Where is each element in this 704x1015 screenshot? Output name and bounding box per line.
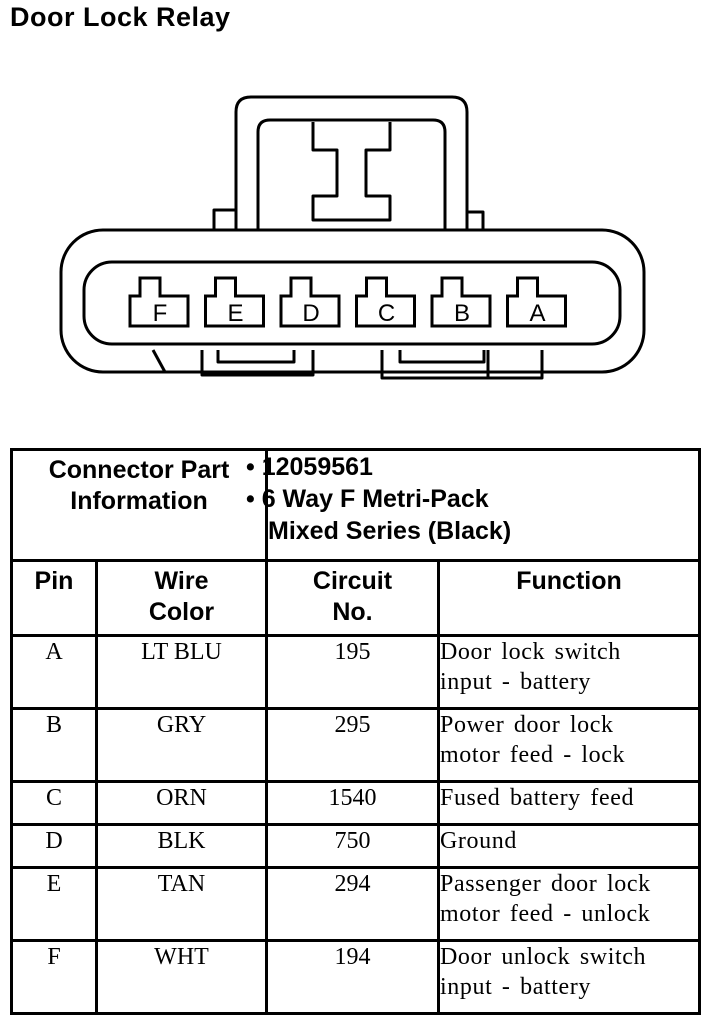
connector-series: Mixed Series (Black): [268, 517, 512, 545]
function-line: input - battery: [440, 669, 591, 695]
wire-color-cell: WHT: [95, 939, 268, 1015]
wire-color-cell: LT BLU: [95, 634, 268, 710]
pin-terminal-e: E: [204, 276, 265, 328]
connector-info-table: Connector Part Information • 12059561 • …: [10, 448, 702, 1015]
function-header: Function: [436, 559, 702, 637]
part-number: • 12059561: [246, 453, 373, 481]
pin-label: F: [153, 300, 168, 327]
function-line: motor feed - lock: [440, 742, 626, 768]
pin-terminal-b: B: [430, 276, 492, 328]
connector-cavity: [82, 260, 622, 346]
pin-label: C: [378, 300, 395, 327]
part-info-label: Connector Part Information: [10, 448, 268, 562]
pin-cell: F: [10, 939, 98, 1015]
pin-cell: E: [10, 866, 98, 942]
function-line: Ground: [440, 828, 517, 854]
pin-terminal-d: D: [279, 276, 341, 328]
left-tab: [212, 208, 236, 230]
connector-type: • 6 Way F Metri-Pack: [246, 485, 489, 513]
wire-color-cell: GRY: [95, 707, 268, 783]
bottom-key-left-inner: [216, 350, 296, 364]
function-line: Door lock switch: [440, 639, 621, 665]
bottom-key-left: [200, 350, 315, 377]
function-line: motor feed - unlock: [440, 901, 651, 927]
wire-color-cell: ORN: [95, 780, 268, 826]
pin-label: B: [454, 300, 470, 327]
right-tab: [467, 210, 485, 230]
circuit-cell: 194: [265, 939, 440, 1015]
pin-header: Pin: [10, 559, 98, 637]
pin-terminal-a: A: [506, 276, 567, 328]
circuit-cell: 295: [265, 707, 440, 783]
circuit-cell: 195: [265, 634, 440, 710]
pin-cell: A: [10, 634, 98, 710]
pin-label: E: [227, 300, 243, 327]
latch-i: [311, 122, 392, 222]
circuit-cell: 294: [265, 866, 440, 942]
function-cell: Power door lock motor feed - lock: [436, 707, 702, 783]
function-line: Door unlock switch: [440, 944, 647, 970]
page-title: Door Lock Relay: [10, 2, 231, 32]
connector-body: [59, 228, 646, 374]
wire-color-cell: TAN: [95, 866, 268, 942]
part-info-values: • 12059561 • 6 Way F Metri-Pack Mixed Se…: [246, 448, 702, 562]
function-cell: Door unlock switch input - battery: [436, 939, 702, 1015]
pin-terminal-c: C: [355, 276, 416, 328]
wire-color-cell: BLK: [95, 823, 268, 869]
function-line: Passenger door lock: [440, 871, 651, 897]
function-cell: Ground: [436, 823, 702, 869]
function-cell: Fused battery feed: [436, 780, 702, 826]
pin-cell: C: [10, 780, 98, 826]
circuit-cell: 750: [265, 823, 440, 869]
latch-housing-inner: [256, 118, 447, 230]
bottom-key-right: [380, 350, 544, 380]
part-info-row: Connector Part Information • 12059561 • …: [10, 448, 702, 562]
function-cell: Passenger door lock motor feed - unlock: [436, 866, 702, 942]
function-line: Power door lock: [440, 712, 614, 738]
pin-label: A: [529, 300, 545, 327]
bottom-key-right-inner: [398, 350, 486, 364]
pin-label: D: [302, 300, 319, 327]
latch-housing-outer: [234, 95, 469, 230]
pin-terminal-f: F: [128, 276, 190, 328]
function-cell: Door lock switch input - battery: [436, 634, 702, 710]
circuit-cell: 1540: [265, 780, 440, 826]
pin-cell: B: [10, 707, 98, 783]
pin-cell: D: [10, 823, 98, 869]
function-line: Fused battery feed: [440, 785, 635, 811]
function-line: input - battery: [440, 974, 591, 1000]
